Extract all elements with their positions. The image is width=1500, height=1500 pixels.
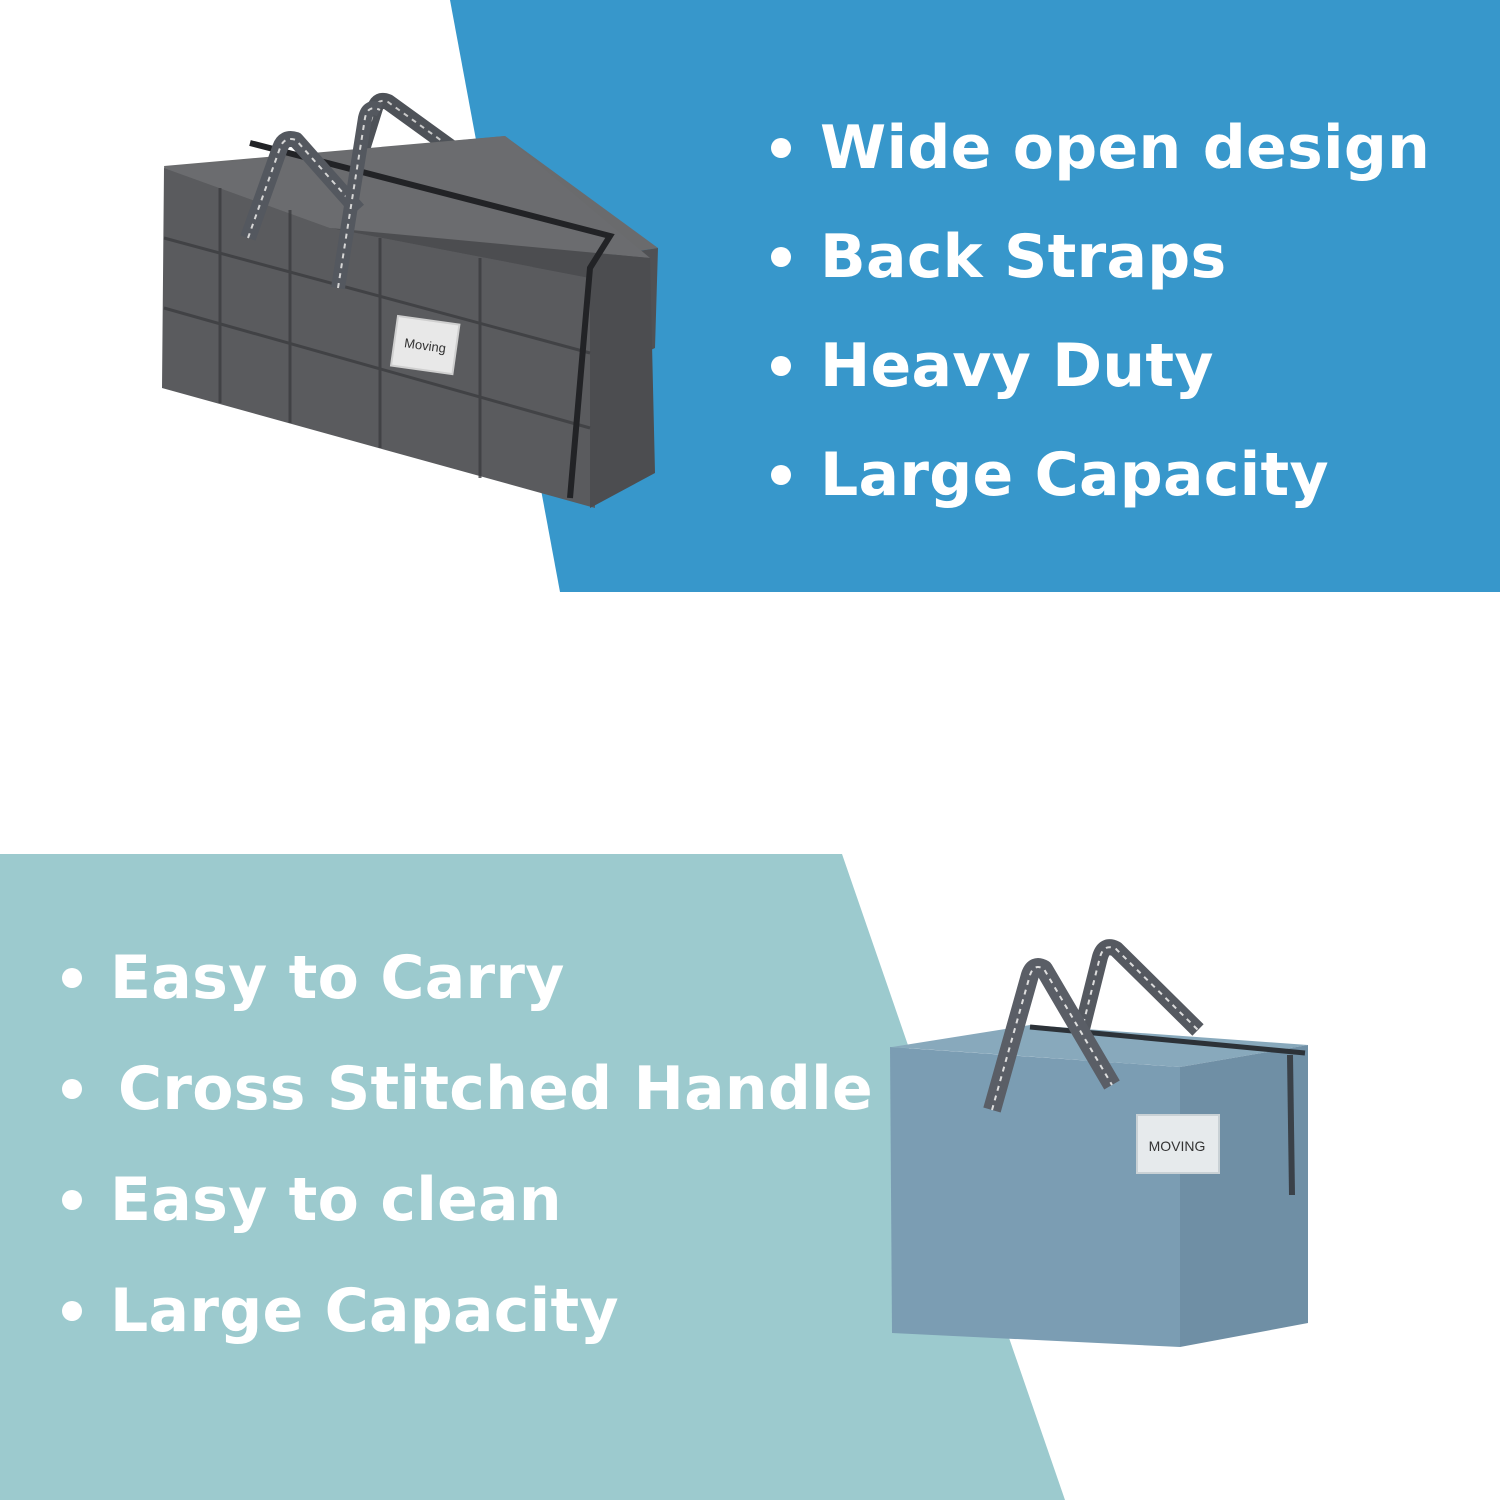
bullet-icon xyxy=(62,1190,82,1210)
bullet-icon xyxy=(62,968,82,988)
blue-moving-bag-image: MOVING xyxy=(890,939,1308,1347)
bullet-icon xyxy=(62,1079,82,1099)
bullet-icon xyxy=(771,138,791,158)
gray-bag-label: Moving xyxy=(403,335,447,356)
bullet-icon xyxy=(62,1301,82,1321)
gray-moving-bag-image: Moving xyxy=(162,92,658,508)
bullet-icon xyxy=(771,247,791,267)
bottom-teal-panel xyxy=(0,854,1065,1500)
top-blue-panel xyxy=(450,0,1500,592)
blue-bag-label: MOVING xyxy=(1149,1138,1206,1154)
bullet-icon xyxy=(771,465,791,485)
bullet-icon xyxy=(771,356,791,376)
